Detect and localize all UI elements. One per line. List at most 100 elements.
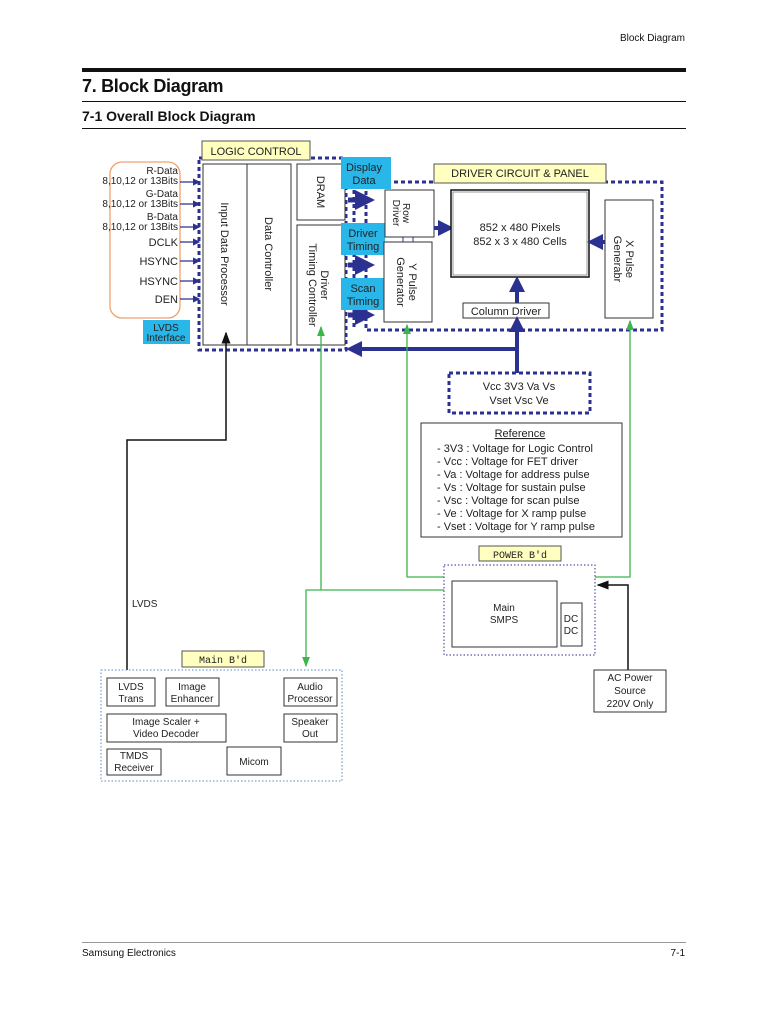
voltages-line2: Vset Vsc Ve — [489, 395, 548, 407]
diagram-label: SMPS — [490, 615, 519, 626]
diagram-label: - 3V3 : Voltage for Logic Control — [437, 443, 593, 455]
diagram-label: Receiver — [114, 763, 154, 774]
diagram-shape — [283, 677, 338, 707]
footer-page-number: 7-1 — [670, 948, 685, 959]
diagram-label: - Vs : Voltage for sustain pulse — [437, 482, 586, 494]
image-enhancer: Image — [178, 682, 206, 693]
x-pulse-generator: X Pulse — [623, 240, 635, 278]
diagram-shape: LVDS Trans Image Enhancer Audio Processo… — [114, 682, 333, 774]
diagram-shape — [478, 545, 562, 562]
diagram-label: Driver — [390, 200, 401, 227]
diagram-label: - Ve : Voltage for X ramp pulse — [437, 508, 586, 520]
diagram-shape — [341, 278, 385, 310]
divider — [82, 101, 686, 102]
diagram-shape — [109, 161, 181, 319]
diagram-label: HSYNC — [139, 256, 178, 268]
micom: Micom — [239, 757, 268, 768]
input-data-processor: Input Data Processor — [218, 202, 230, 306]
diagram-shape — [143, 320, 190, 344]
diagram-label: Timing — [347, 296, 380, 308]
diagram-shape — [384, 189, 435, 238]
diagram-label: Reference — [495, 428, 546, 440]
diagram-label: - Vcc : Voltage for FET driver — [437, 456, 578, 468]
diagram-label: Processor — [287, 694, 333, 705]
voltages-line1: Vcc 3V3 Va Vs — [483, 381, 556, 393]
diagram-shape — [226, 746, 282, 776]
ac-power: AC Power Source 220V Only — [593, 580, 667, 713]
diagram-shape — [283, 713, 338, 743]
image-scaler: Image Scaler + — [132, 717, 200, 728]
diagram-label: Generator — [394, 257, 406, 307]
diagram-shape — [302, 589, 444, 668]
y-pulse-generator: Y Pulse — [406, 263, 418, 301]
diagram-shape — [433, 163, 607, 184]
diagram-shape — [560, 602, 583, 647]
audio-processor: Audio — [297, 682, 323, 693]
panel-cells: 852 x 3 x 480 Cells — [473, 236, 567, 248]
lvds-line — [126, 331, 231, 670]
driver-circuit-group: DRIVER CIRCUIT & PANEL Display Data Driv… — [341, 157, 664, 332]
diagram-shape — [420, 422, 623, 538]
diagram-shape: R-Data 8,10,12 or 13Bits G-Data 8,10,12 … — [102, 166, 178, 306]
diagram-shape — [165, 677, 220, 707]
diagram-label: Data — [352, 175, 376, 187]
diagram-shape — [596, 580, 629, 670]
driver-circuit-label: DRIVER CIRCUIT & PANEL — [451, 168, 589, 180]
speaker-out: Speaker — [291, 717, 329, 728]
logic-control-label: LOGIC CONTROL — [210, 146, 301, 158]
scan-timing: Scan — [350, 283, 375, 295]
diagram-shape — [202, 163, 248, 346]
driver-timing-controller: Driver Timing Controller — [306, 243, 330, 327]
diagram-label: Timing — [347, 241, 380, 253]
diagram-label: Out — [302, 729, 318, 740]
diagram-label: Trans — [118, 694, 143, 705]
lvds-label: LVDS — [132, 599, 158, 610]
panel-pixels: 852 x 480 Pixels — [480, 222, 561, 234]
diagram-shape — [447, 371, 592, 415]
diagram-shape — [201, 140, 311, 161]
diagram-label: DCLK — [149, 237, 179, 249]
diagram-label: Source — [614, 686, 646, 697]
diagram-shape — [181, 650, 265, 668]
diagram-shape — [341, 223, 385, 255]
data-controller: Data Controller — [262, 217, 274, 291]
lvds-interface: LVDS — [153, 323, 179, 334]
header-section: Block Diagram — [619, 33, 685, 44]
diagram-label: B-Data — [147, 212, 179, 223]
diagram-label: Interface — [147, 333, 186, 344]
page-title: 7. Block Diagram — [82, 76, 224, 96]
diagram-label: - Vsc : Voltage for scan pulse — [437, 495, 579, 507]
driver-timing: Driver — [348, 228, 378, 240]
diagram-label: Main B'd — [199, 655, 247, 667]
diagram-shape — [383, 241, 433, 323]
diagram-shape — [296, 163, 346, 221]
diagram-label: 220V Only — [607, 699, 654, 710]
lvds-trans: LVDS — [118, 682, 144, 693]
diagram-shape — [180, 178, 201, 303]
section-subtitle: 7-1 Overall Block Diagram — [82, 108, 256, 124]
diagram-shape — [403, 323, 444, 578]
diagram-label: - Va : Voltage for address pulse — [437, 469, 590, 481]
reference-box: Reference - 3V3 : Voltage for Logic Cont… — [420, 422, 623, 538]
diagram-label: HSYNC — [139, 276, 178, 288]
diagram-label: 8,10,12 or 13Bits — [102, 199, 178, 210]
diagram-shape — [595, 319, 634, 578]
diagram-shape — [450, 189, 590, 278]
diagram-shape — [451, 580, 558, 648]
diagram-label: DEN — [155, 294, 178, 306]
diagram-label: R-Data — [146, 166, 178, 177]
diagram-shape — [452, 191, 588, 276]
main-board: Main B'd LVDS Trans Image Enhancer Audio… — [100, 650, 343, 782]
display-data: Display — [346, 162, 383, 174]
diagram-label: Enhancer — [171, 694, 214, 705]
power-bus: Vcc 3V3 Va Vs Vset Vsc Ve — [346, 316, 592, 415]
divider — [82, 128, 686, 129]
diagram-shape — [296, 224, 346, 346]
power-board: POWER B'd Main SMPS DC DC — [443, 545, 596, 656]
diagram-label: POWER B'd — [493, 550, 547, 562]
diagram-label: Generabr — [611, 236, 623, 283]
diagram-shape — [106, 677, 338, 776]
top-rule — [82, 68, 686, 72]
diagram-shape: - 3V3 : Voltage for Logic Control - Vcc … — [437, 443, 595, 533]
